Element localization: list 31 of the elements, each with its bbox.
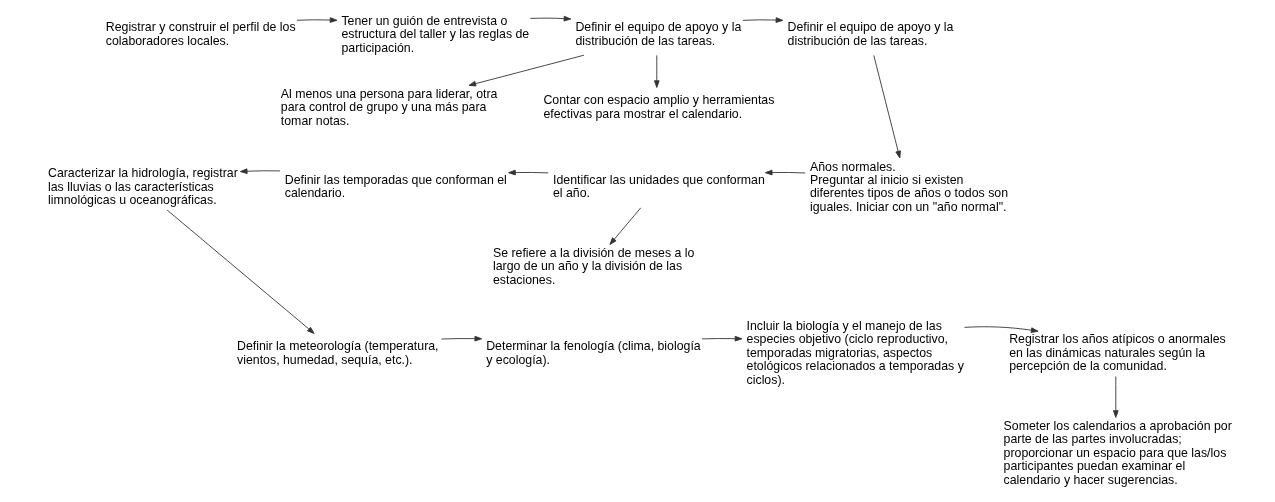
arrow (872, 55, 901, 159)
arrow (701, 335, 742, 342)
node-text: Registrar los años atípicos o anormales en las dinámicas naturales según la percepción de la comunidad. (1008, 332, 1226, 374)
arrow (468, 54, 584, 87)
arrow (440, 335, 482, 342)
arrow (166, 209, 315, 334)
node-text: Contar con espacio amplio y herramientas efectivas para mostrar el calendario. (542, 93, 774, 121)
node-text: Definir la meteorología (temperatura, vientos, humedad, sequía, etc.). (236, 339, 439, 367)
arrow (963, 326, 1038, 333)
node-text: Caracterizar la hidrología, registrar las lluvias o las características limnológicas u oceanográficas. (47, 166, 238, 208)
arrow (507, 169, 549, 176)
node-text: Definir las temporadas que conforman el calendario. (284, 173, 507, 201)
node-text: Incluir la biología y el manejo de las especies objetivo (ciclo reproductivo, temporadas migratorias, aspectos etológicos relacionados a temporadas y ciclos). (746, 318, 964, 387)
arrow (608, 207, 641, 245)
node-text: Someter los calendarios a aprobación por parte de las partes involucradas; proporcionar un espacio para que las/los participantes puedan examinar el calendario y hacer sugerencias. (1003, 418, 1232, 487)
node-text: Registrar y construir el perfil de los colaboradores locales. (105, 20, 296, 48)
arrow (239, 168, 280, 175)
arrow (1112, 376, 1119, 418)
arrow (764, 169, 806, 176)
arrow (742, 17, 783, 23)
node-text: Años normales. Preguntar al inicio si existen diferentes tipos de años o todos son iguales. Iniciar con un "año normal". (809, 159, 1008, 214)
node-text: Se refiere a la división de meses a lo largo de un año y la división de las estaciones. (492, 245, 694, 287)
node-text: Definir el equipo de apoyo y la distribución de las tareas. (787, 20, 953, 48)
arrow (296, 17, 337, 23)
node-text: Identificar las unidades que conforman el año. (552, 173, 765, 201)
node-text: Al menos una persona para liderar, otra para control de grupo y una más para tomar notas. (280, 86, 497, 128)
arrow (653, 54, 660, 88)
node-text: Definir el equipo de apoyo y la distribución de las tareas. (574, 20, 741, 48)
node-text: Determinar la fenología (clima, biología y ecología). (485, 339, 701, 367)
node-text: Tener un guión de entrevista o estructura del taller y las reglas de participación. (340, 13, 529, 55)
arrow (529, 15, 571, 22)
